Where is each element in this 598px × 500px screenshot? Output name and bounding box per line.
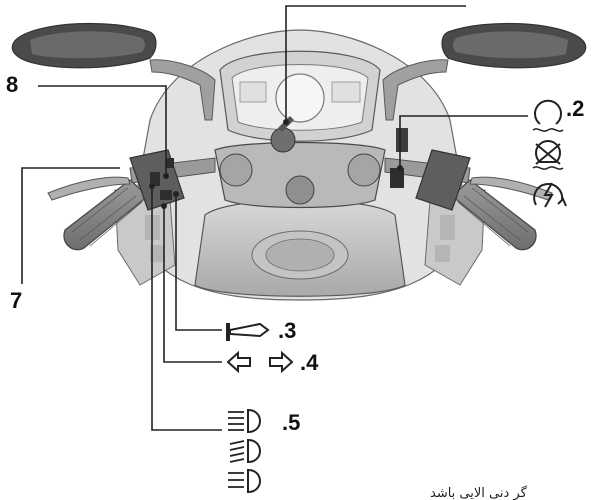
fuel-tank (195, 200, 405, 296)
callout-label-2: .2 (566, 98, 584, 120)
callout-label-3: .3 (278, 320, 296, 342)
callout-label-8: 8 (6, 74, 18, 96)
low-beam-icon (230, 440, 260, 462)
cut-off-caption: گر دنی الایی باشد (430, 487, 527, 500)
engine-run-icon (533, 101, 563, 131)
engine-stop-icon (533, 141, 563, 169)
turn-signal-arrows-icon (228, 353, 292, 371)
callout-label-4: .4 (300, 352, 318, 374)
pass-light-icon (228, 470, 260, 492)
instrument-cluster (220, 51, 380, 141)
callout-label-7: 7 (10, 290, 22, 312)
high-beam-icon (228, 410, 260, 432)
callout-label-5: .5 (282, 412, 300, 434)
horn-icon (226, 323, 268, 341)
